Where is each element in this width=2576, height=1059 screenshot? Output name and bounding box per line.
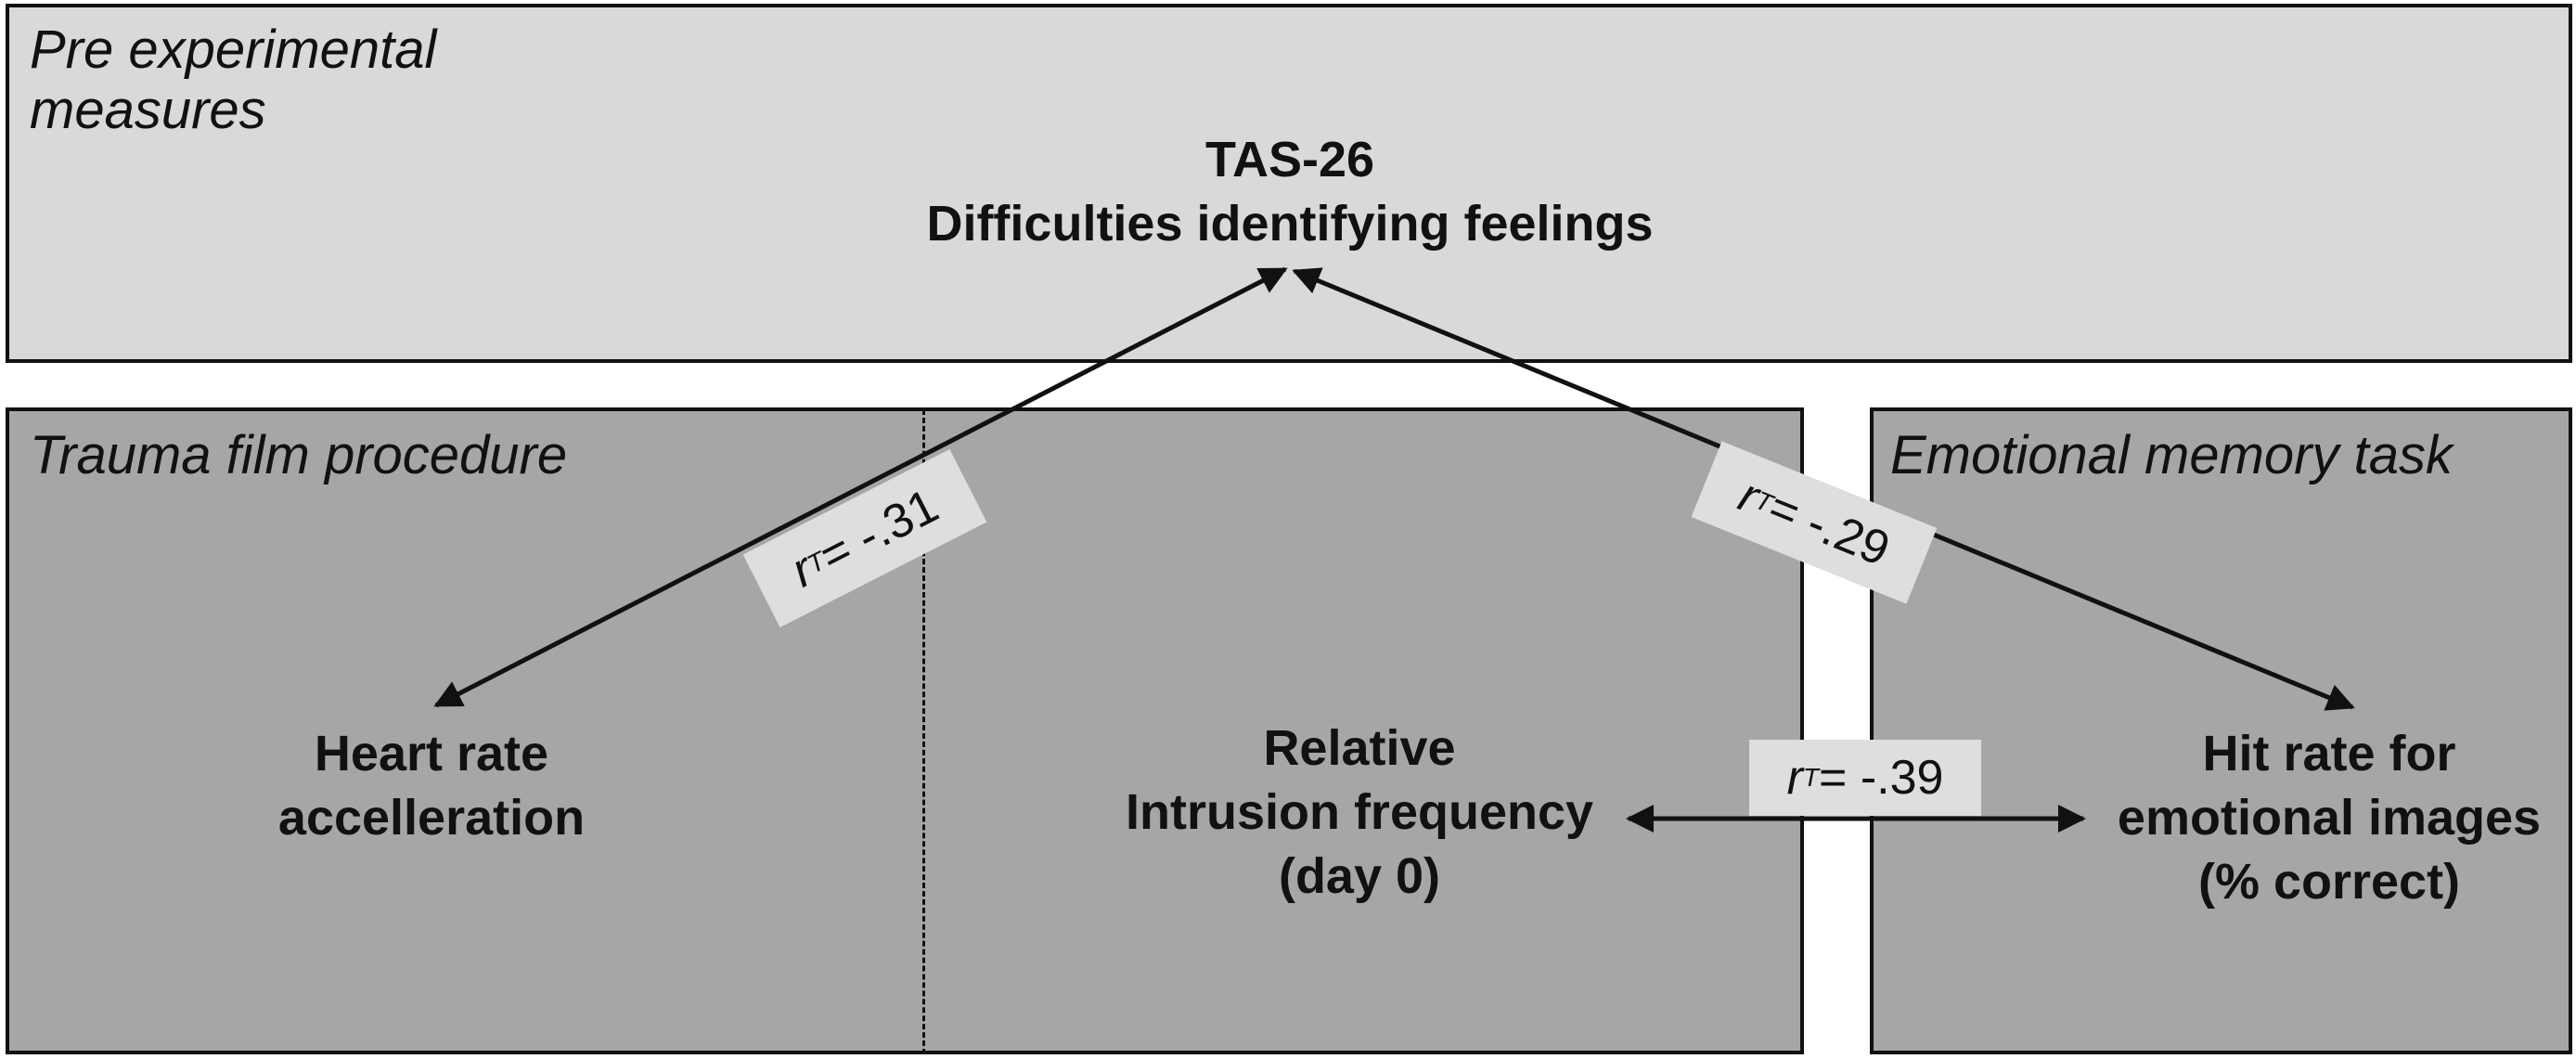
pre-experimental-label-line1: Pre experimental (30, 19, 437, 80)
node-hit-line3: (% correct) (2197, 854, 2461, 910)
node-intrusion-line1: Relative (1263, 720, 1456, 776)
corr-intrusion-hit-symbol: r (1786, 751, 1803, 805)
node-heart-rate: Heart rate accelleration (278, 722, 585, 850)
node-hit-rate: Hit rate for emotional images (% correct… (2118, 722, 2541, 914)
node-intrusion: Relative Intrusion frequency (day 0) (1126, 717, 1593, 909)
node-heart-line2: accelleration (277, 790, 586, 846)
pre-experimental-label: Pre experimental measures (30, 19, 437, 141)
corr-intrusion-hit-subscript: T (1802, 763, 1819, 792)
node-hit-line1: Hit rate for (2202, 726, 2456, 781)
node-heart-line1: Heart rate (314, 726, 549, 781)
corr-intrusion-hit-value: = -.39 (1819, 751, 1944, 805)
edge-heart-tas (433, 266, 1288, 708)
node-tas: TAS-26 Difficulties identifying feelings (926, 128, 1653, 256)
node-hit-line2: emotional images (2117, 790, 2542, 846)
trauma-divider (922, 409, 925, 1054)
node-intrusion-line3: (day 0) (1278, 848, 1441, 905)
node-intrusion-line2: Intrusion frequency (1125, 784, 1594, 841)
node-tas-line2: Difficulties identifying feelings (926, 196, 1654, 252)
node-tas-line1: TAS-26 (1204, 132, 1375, 187)
pre-experimental-label-line2: measures (30, 79, 266, 140)
pre-experimental-panel: Pre experimental measures (6, 4, 2572, 363)
